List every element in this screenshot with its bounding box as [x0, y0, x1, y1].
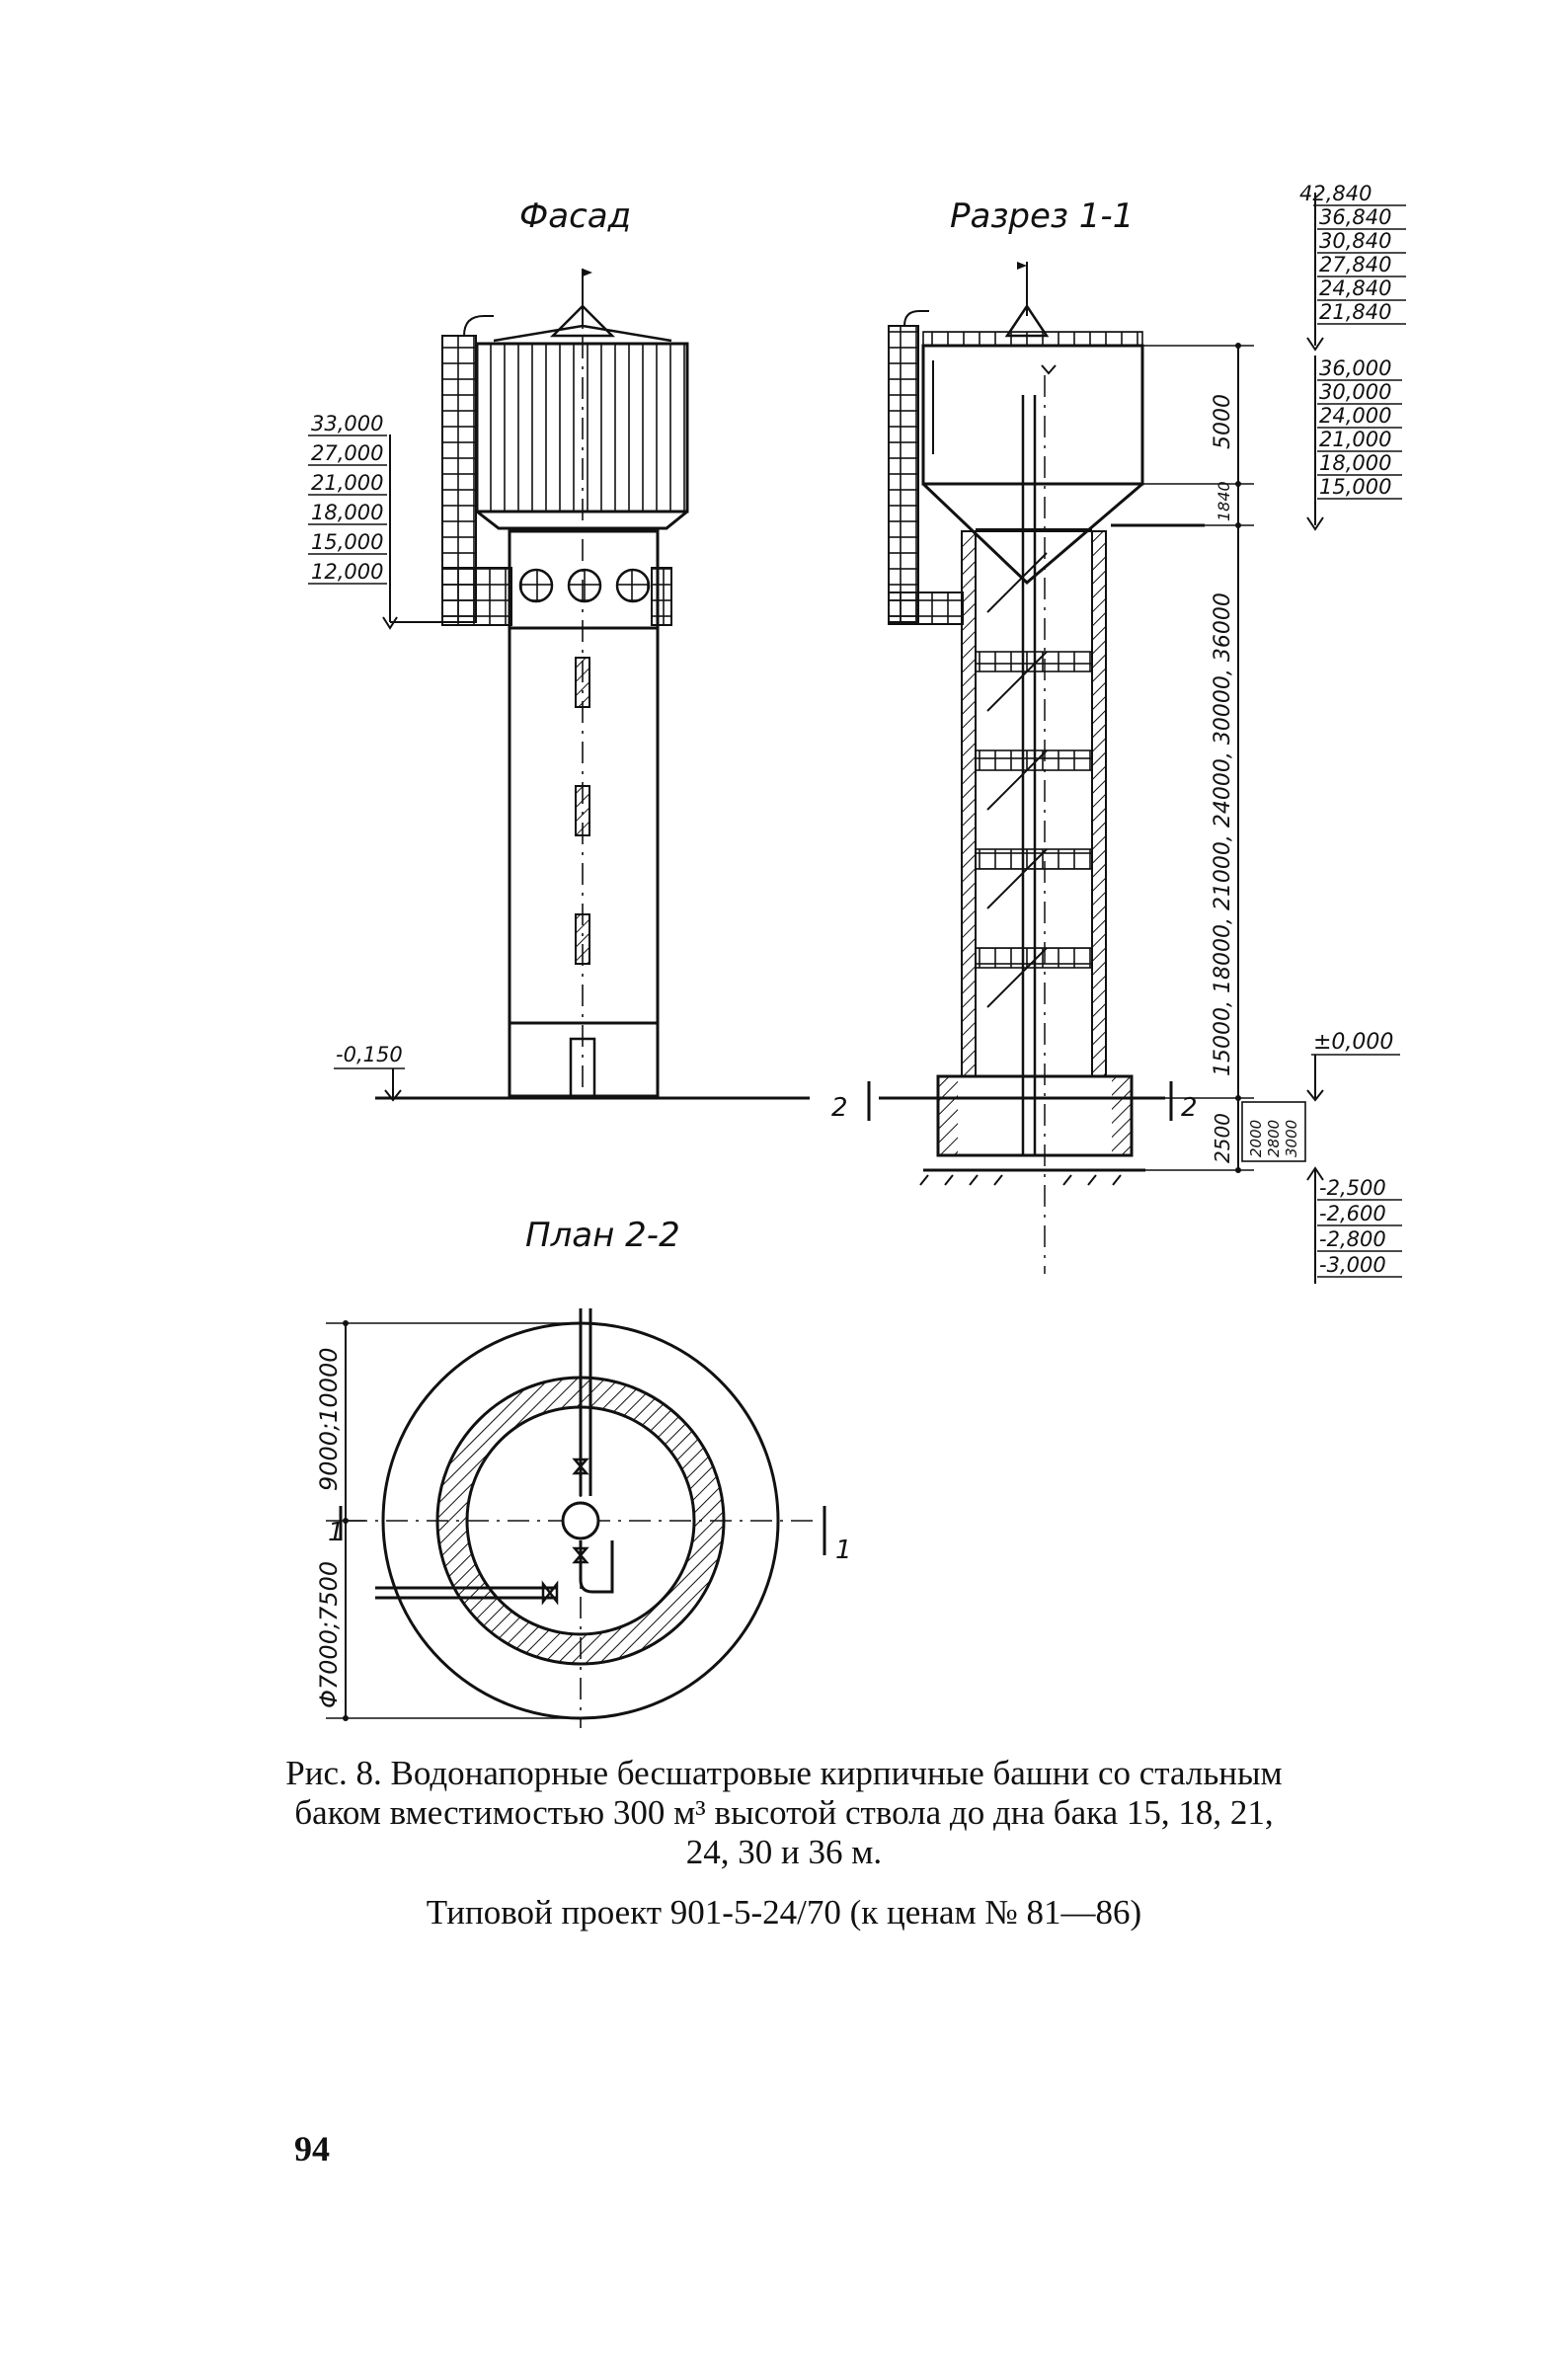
section-bottom_elevations-2-label: -2,800	[1319, 1227, 1386, 1251]
section-top_elevations-1-label: 36,840	[1319, 205, 1391, 229]
section-cut_mark-label: 2	[831, 1093, 848, 1123]
section-tank_elevations-3-label: 21,000	[1319, 428, 1391, 451]
plan-view: План 2-2 1 1 900	[315, 1216, 852, 1728]
facade-view: Фасад 33,000	[308, 197, 810, 1106]
section-bottom_elevations-0-label: -2,500	[1319, 1176, 1386, 1200]
section-bottom_elevations-1-label: -2,600	[1319, 1202, 1386, 1225]
section-tank-elevations: 36,000 30,000 24,000 21,000 18,000 15,00…	[1306, 355, 1402, 531]
facade-elev-18: 18,000	[311, 501, 383, 524]
facade-elevation-stack: 33,000 27,000 21,000 18,000 15,000 12,00…	[308, 412, 444, 630]
plan-cut-mark-left: 1	[328, 1506, 345, 1547]
facade-ground-mark: -0,150	[334, 1043, 405, 1102]
section-tank_elevations-0-label: 36,000	[1319, 356, 1391, 380]
section-tank_elevations-2-label: 24,000	[1319, 404, 1391, 428]
section-top_elevations-4-label: 24,840	[1319, 276, 1391, 300]
section-cut_mark-label: 2	[1181, 1093, 1198, 1123]
dim-foundation-3000: 3000	[1283, 1120, 1300, 1157]
project-reference: Типовой проект 901-5-24/70 (к ценам № 81…	[426, 1893, 1142, 1932]
section-zero-mark: ±0,000	[1306, 1030, 1400, 1102]
section-top_elevations-5-label: 21,840	[1319, 300, 1391, 324]
plan-title: План 2-2	[525, 1216, 680, 1255]
dim-tank: 5000	[1211, 394, 1235, 449]
section-bottom-elevations: -2,500 -2,600 -2,800 -3,000	[1306, 1166, 1402, 1284]
section-top-elevations: 42,840 36,840 30,840 27,840 24,840 21,84…	[1299, 182, 1406, 352]
plan-dim-lower: Φ7000;7500	[315, 1561, 343, 1708]
dim-cone: 1840	[1215, 481, 1233, 521]
section-top_elevations-3-label: 27,840	[1319, 253, 1391, 276]
section-bottom_elevations-3-label: -3,000	[1319, 1253, 1386, 1277]
facade-elev-15: 15,000	[311, 530, 383, 554]
plan-cut_mark-label: 1	[328, 1518, 345, 1547]
section-tank_elevations-4-label: 18,000	[1319, 451, 1391, 475]
plan-cut-mark-right: 1	[823, 1506, 852, 1565]
page-number: 94	[294, 2129, 330, 2169]
caption-line-1: Рис. 8. Водонапорные бесшатровые кирпичн…	[285, 1754, 1283, 1792]
facade-title: Фасад	[519, 197, 631, 236]
section-zero_mark-label: ±0,000	[1313, 1030, 1393, 1055]
facade-elev-33: 33,000	[311, 412, 383, 435]
caption-line-3: 24, 30 и 36 м.	[685, 1833, 883, 1871]
dim-shaft: 15000, 18000, 21000, 24000, 30000, 36000	[1211, 592, 1235, 1076]
section-view: Разрез 1-1	[831, 182, 1406, 1284]
section-top_elevations-0-label: 42,840	[1299, 182, 1372, 205]
facade-ground-label: -0,150	[336, 1043, 403, 1066]
section-cut-mark-right: 2	[1169, 1081, 1198, 1123]
caption-line-2: баком вместимостью 300 м³ высотой ствола…	[294, 1793, 1274, 1832]
facade-elev-21: 21,000	[311, 471, 383, 495]
facade-elev-12: 12,000	[311, 560, 383, 584]
section-tank_elevations-5-label: 15,000	[1319, 475, 1391, 499]
dim-foundation: 2500	[1211, 1113, 1234, 1163]
plan-cut_mark-label: 1	[835, 1536, 852, 1565]
section-title: Разрез 1-1	[950, 197, 1134, 236]
section-top_elevations-2-label: 30,840	[1319, 229, 1391, 253]
dim-foundation-2800: 2800	[1265, 1120, 1283, 1157]
section-cut-mark-left: 2	[831, 1081, 871, 1123]
dim-foundation-2000: 2000	[1247, 1120, 1265, 1157]
facade-elev-27: 27,000	[311, 441, 383, 465]
plan-dim-upper: 9000;10000	[315, 1347, 343, 1491]
section-tank_elevations-1-label: 30,000	[1319, 380, 1391, 404]
